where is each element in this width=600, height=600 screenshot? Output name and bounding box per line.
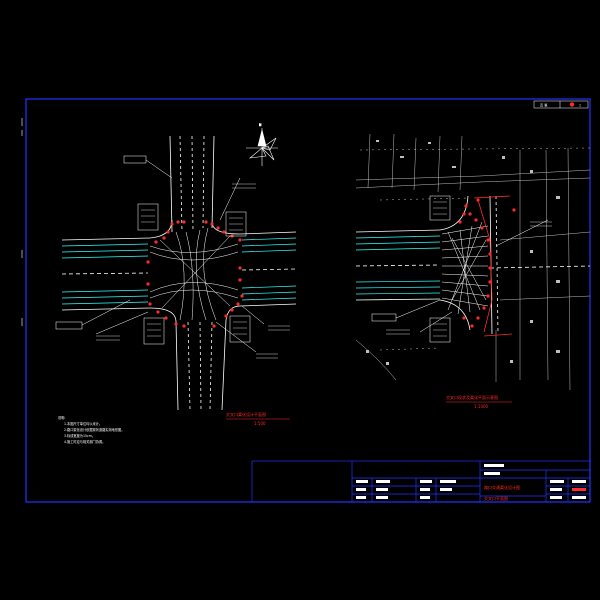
sheet-number-box: 页 第 1 [533,100,589,109]
right-red-markers [458,198,516,328]
left-plan-caption: 交叉口渠化设计平面图 [226,411,266,417]
right-plan-scale: 1:1000 [474,404,489,409]
sheet-frame [25,98,591,503]
right-plan-caption: 交叉口现状及渠化平面示意图 [446,394,498,400]
right-intersection-plan: 交叉口现状及渠化平面示意图 1:1000 [355,133,591,409]
drawing-subtitle: 交叉口平面图 [484,495,508,501]
sheet-label: 页 第 [540,103,548,108]
right-road-edges [355,195,591,335]
north-arrow-icon: N [246,123,278,166]
left-intersection-plan: N 交叉口渠化设计平面图 1:500 说明: 1.本图尺寸单位均以米计。 2.路… [55,123,297,444]
sheet-number-marker [569,102,575,107]
left-callouts [55,155,290,359]
right-channelization-hatch [441,221,489,315]
right-red-outline [473,195,513,337]
left-plan-scale: 1:500 [254,421,266,426]
right-callouts [371,195,552,343]
title-block [251,460,591,503]
note-line: 1.本图尺寸单位均以米计。 [64,421,102,426]
note-line: 2.路口渠化设计依据现状道路实测地形图。 [64,427,124,432]
note-line: 3.标线宽度为15cm。 [64,433,95,438]
left-red-markers [146,220,244,328]
right-lane-lines [355,235,441,295]
left-road-edges [61,135,297,411]
sheet-number: 1 [579,104,581,108]
right-map-background [355,133,591,391]
left-channelization-lines [149,227,239,321]
north-label: N [259,123,262,127]
right-map-blocks [366,140,560,365]
notes-heading: 说明: [58,415,65,420]
title-block-text: 路口交通渠化设计图 交叉口平面图 [356,464,586,501]
note-line: 4.施工时应与相关部门协调。 [64,439,105,444]
drawing-title: 路口交通渠化设计图 [484,484,520,490]
left-plan-notes: 说明: 1.本图尺寸单位均以米计。 2.路口渠化设计依据现状道路实测地形图。 3… [58,415,124,444]
left-lane-lines [61,237,297,305]
